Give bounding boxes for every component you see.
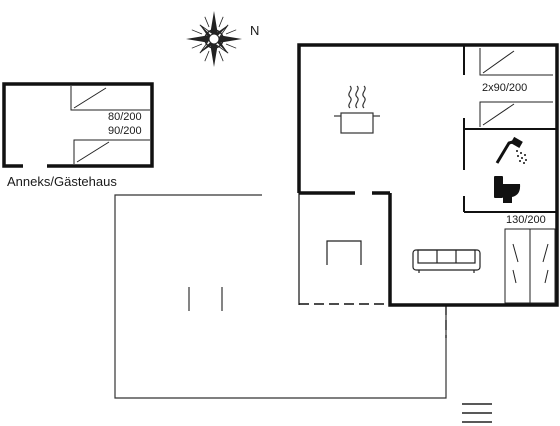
- north-label: N: [250, 23, 260, 38]
- annex-bed-2: [73, 139, 150, 164]
- terrace-outline: [114, 194, 447, 399]
- shower-icon: [495, 136, 527, 164]
- double-bed-label: 130/200: [506, 214, 546, 226]
- annex-bed-label-2: 90/200: [108, 125, 142, 137]
- annex-bed-1: [70, 86, 150, 111]
- bunk-bed: [479, 48, 553, 127]
- annex-building: [2, 82, 154, 168]
- entrance-steps-icon: [462, 403, 492, 423]
- main-house: [297, 43, 559, 338]
- bunk-bed-label: 2x90/200: [482, 82, 528, 94]
- annex-bed-label-1: 80/200: [108, 111, 142, 123]
- double-bed: [504, 228, 556, 304]
- table-icon: [326, 240, 362, 265]
- toilet-icon: [494, 176, 521, 203]
- compass-rose-icon: [186, 11, 242, 67]
- cooking-pot-icon: [334, 85, 380, 134]
- sofa-icon: [412, 249, 481, 273]
- annex-caption: Anneks/Gästehaus: [7, 174, 117, 189]
